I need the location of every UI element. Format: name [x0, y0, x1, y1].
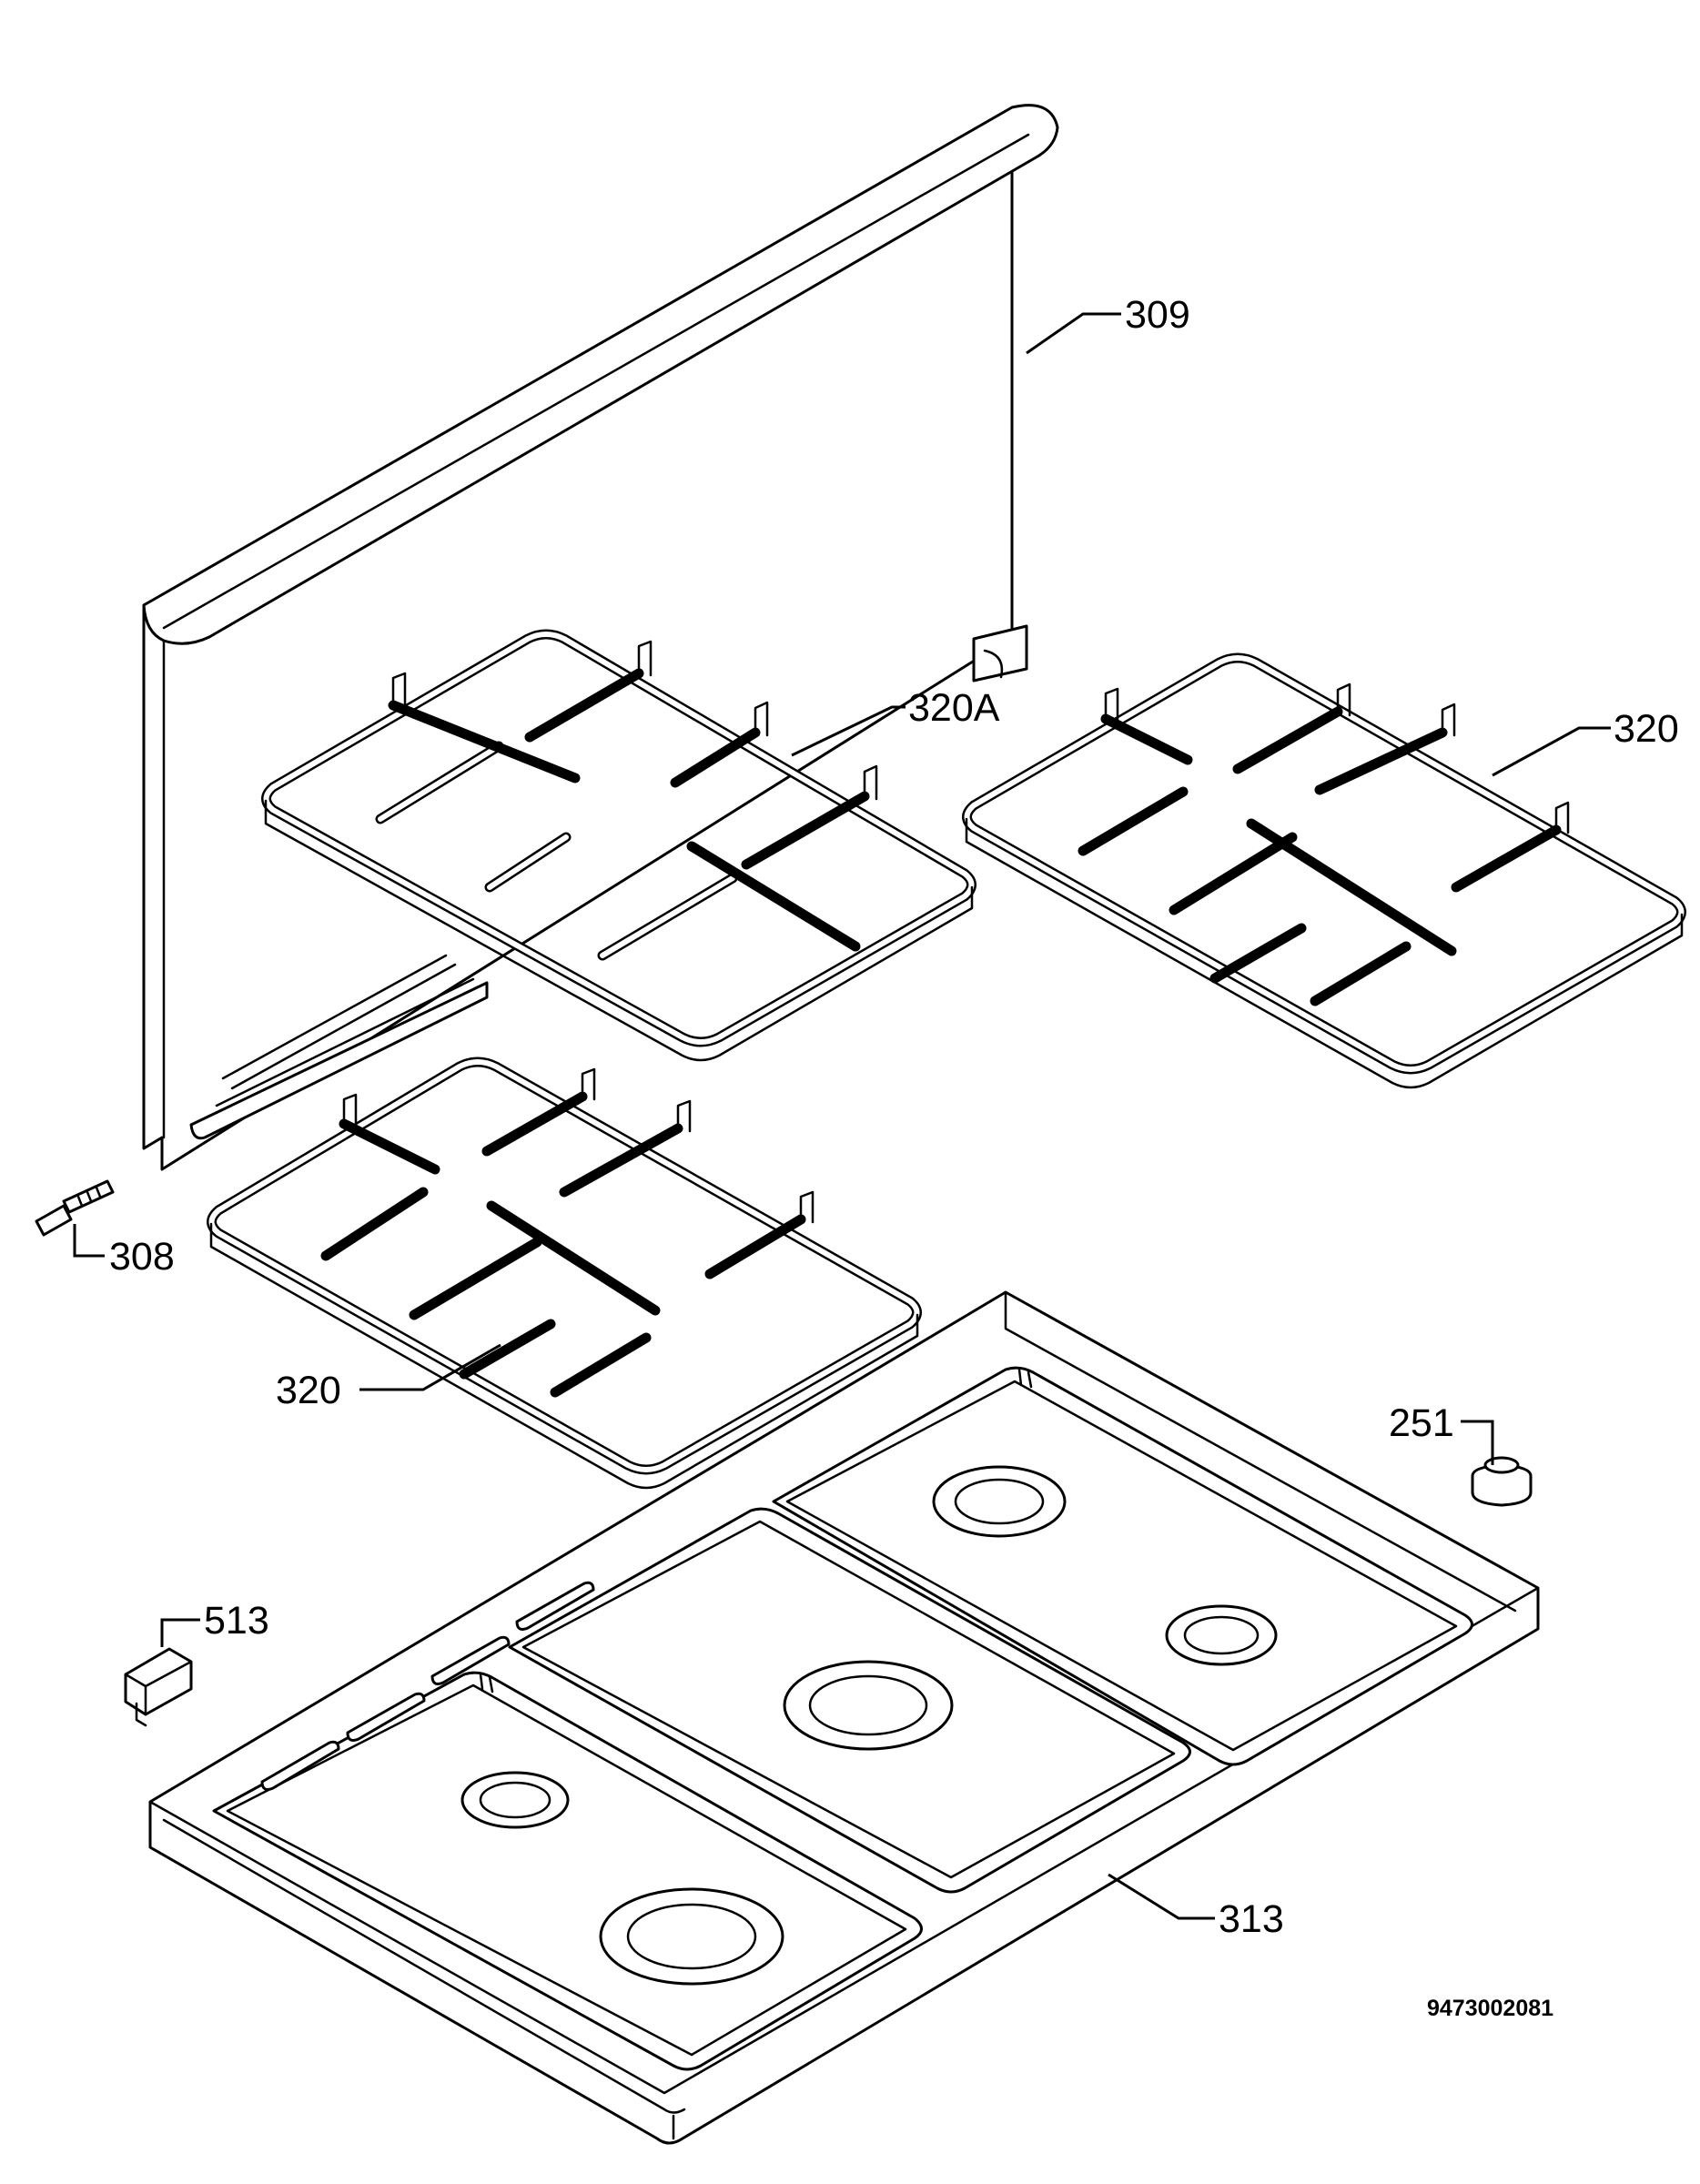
- part-513-clip: [124, 1647, 193, 1727]
- part-313-hob-top: [148, 1290, 1540, 2145]
- leader-lines: [73, 312, 1611, 1920]
- callout-308: 308: [109, 1235, 175, 1279]
- part-320a-grate: [261, 629, 976, 1062]
- callout-251: 251: [1389, 1401, 1454, 1445]
- callout-313: 313: [1219, 1897, 1284, 1941]
- callout-320-right: 320: [1614, 707, 1679, 751]
- callout-309: 309: [1125, 293, 1190, 337]
- callout-513: 513: [204, 1599, 269, 1643]
- part-308-screw: [35, 1179, 115, 1237]
- part-309-back-panel: [142, 104, 1059, 1171]
- callout-320a: 320A: [908, 686, 1000, 730]
- part-251-foot: [1471, 1456, 1533, 1507]
- callout-320-left: 320: [276, 1369, 341, 1412]
- part-320-left-grate: [207, 1057, 922, 1490]
- part-320-right-grate: [962, 652, 1686, 1089]
- document-number: 9473002081: [1427, 1996, 1553, 2021]
